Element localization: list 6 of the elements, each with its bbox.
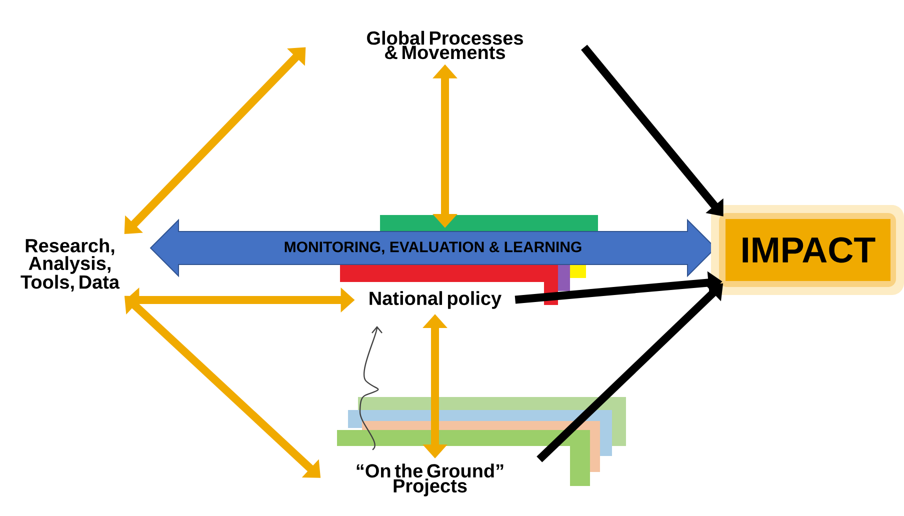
label-text: Research, Analysis, Tools, Data: [20, 238, 120, 292]
impact-box: IMPACT: [711, 205, 904, 295]
label-text: National policy: [370, 291, 502, 309]
label-text: “On the Ground” Projects: [356, 464, 504, 496]
label-text: Global Processes & Movements: [367, 30, 523, 60]
arrow: [581, 44, 724, 216]
